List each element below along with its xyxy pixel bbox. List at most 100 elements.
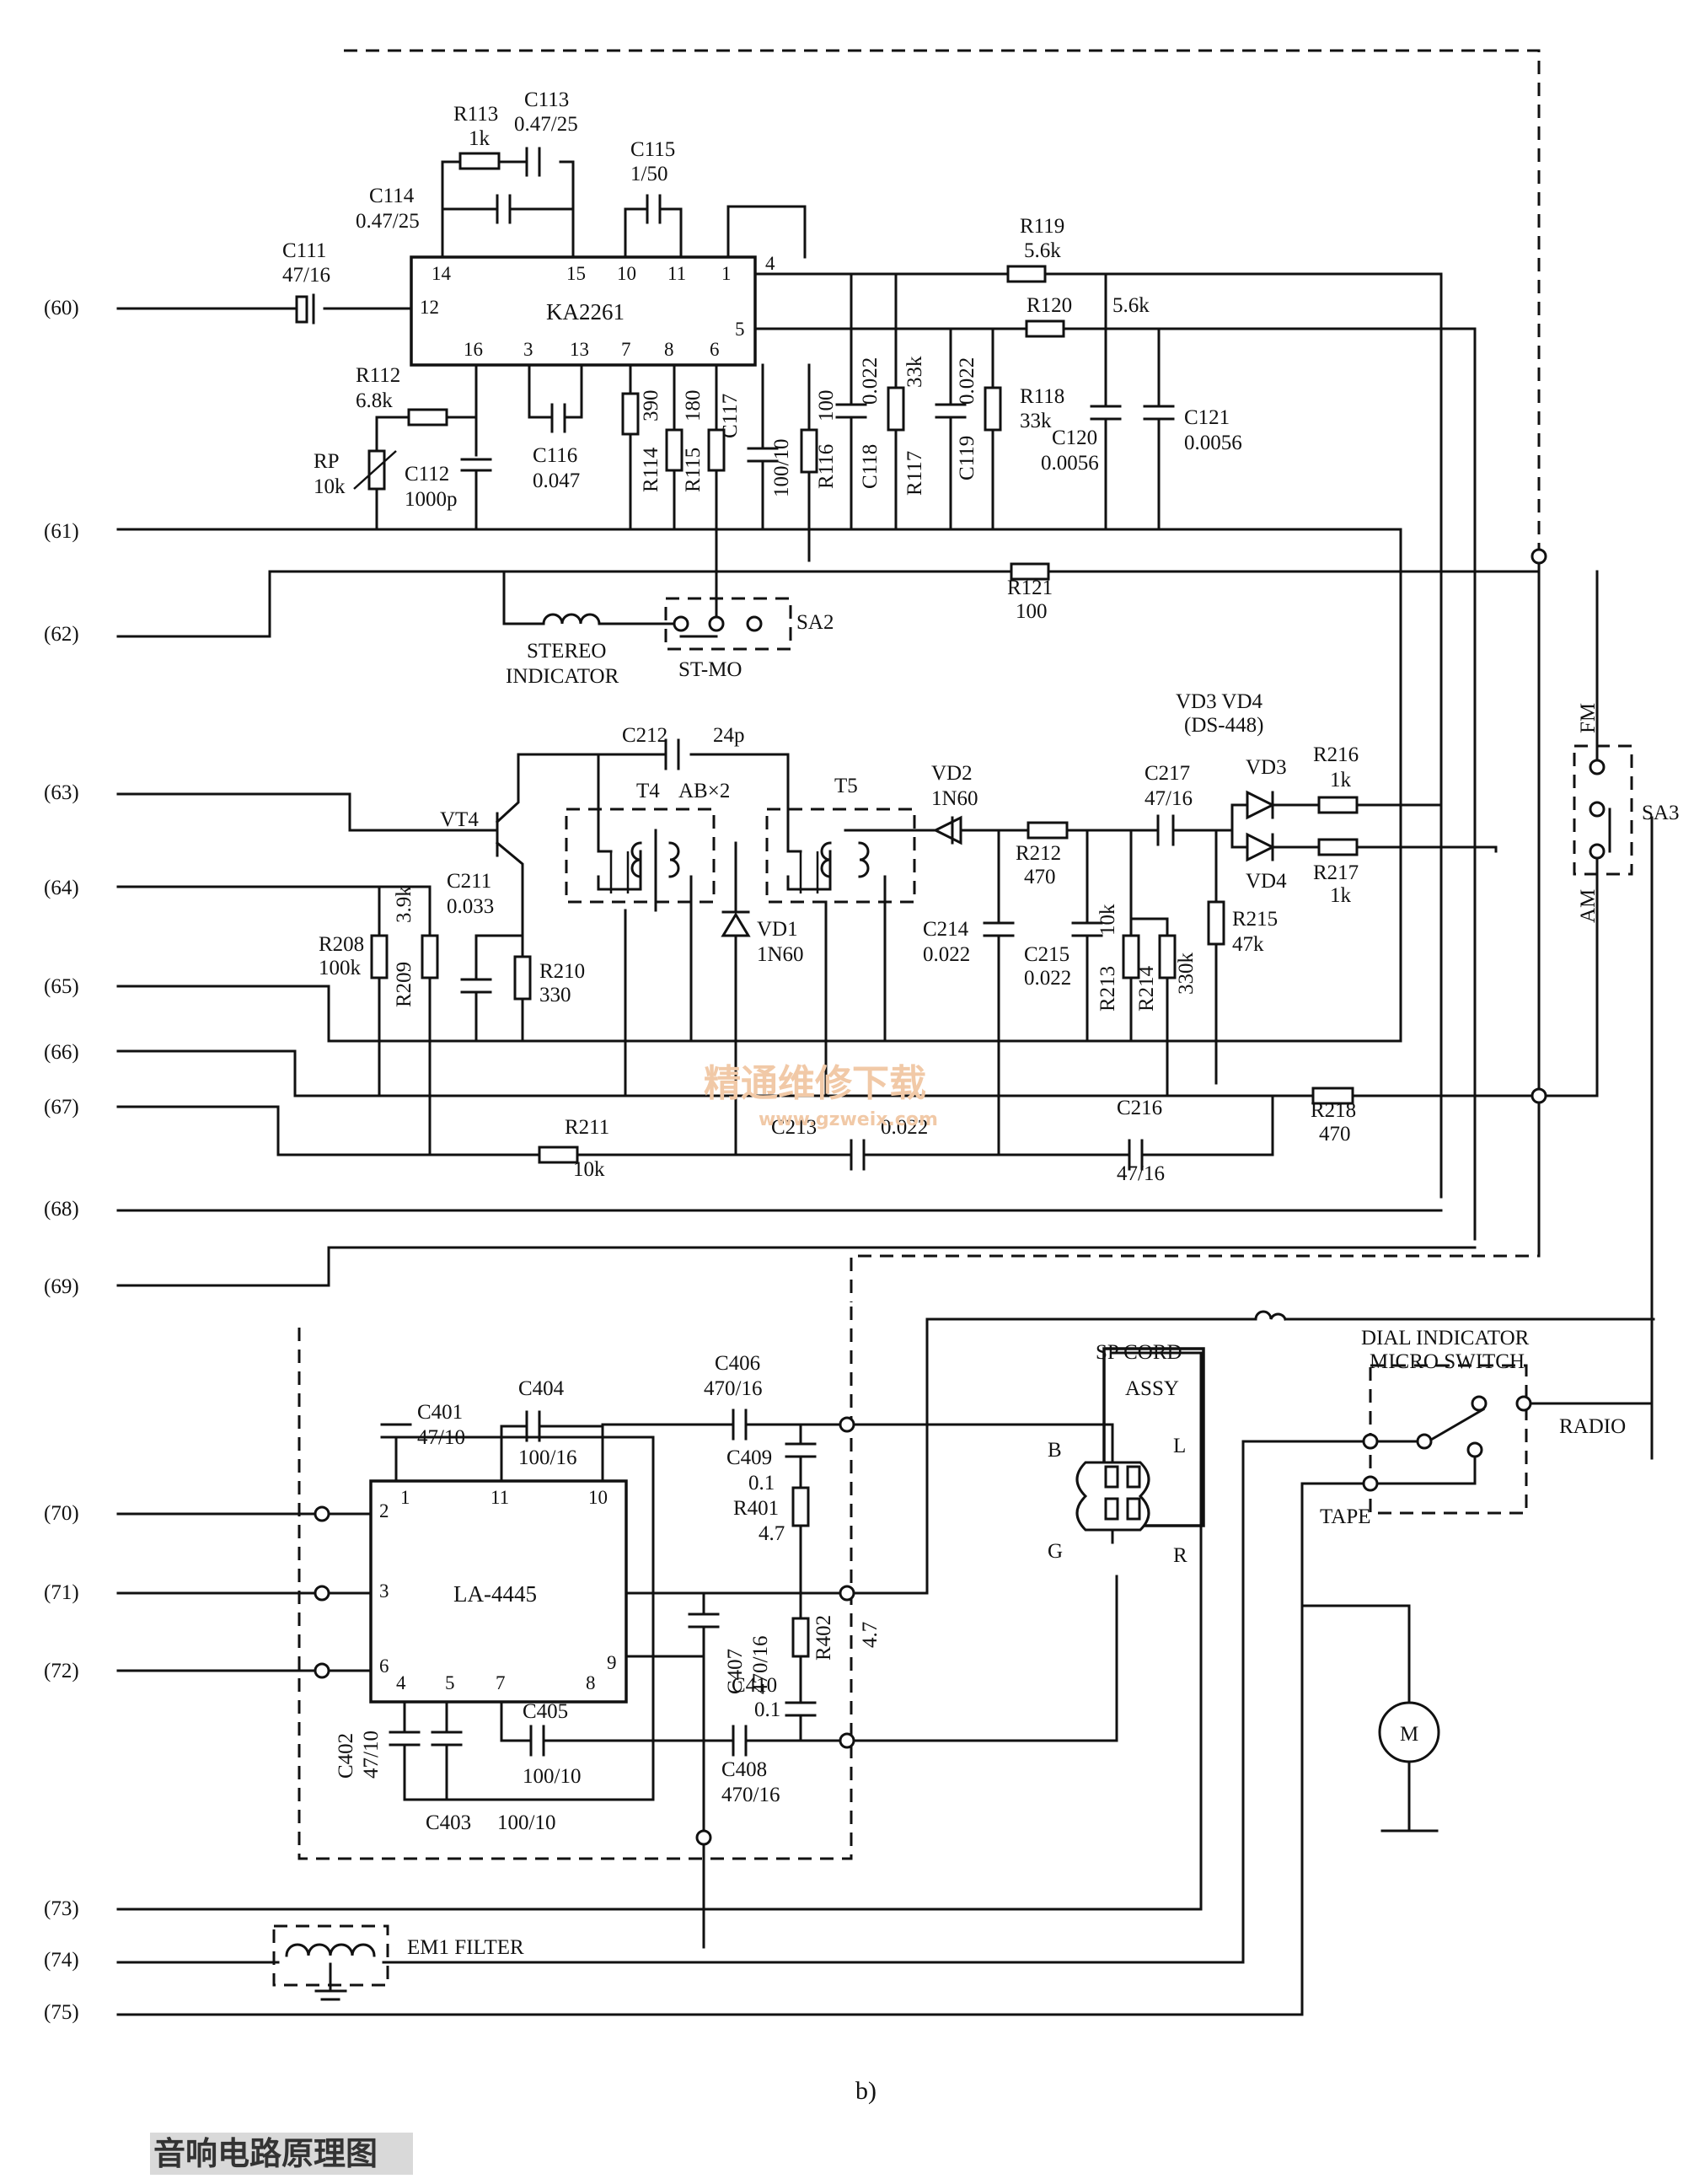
terminal-73: (73) <box>44 1897 79 1920</box>
svg-text:390: 390 <box>640 390 662 422</box>
t5-transformer-box <box>765 808 916 904</box>
svg-text:R117: R117 <box>903 451 926 496</box>
r113-body <box>458 152 501 170</box>
svg-text:VT4: VT4 <box>440 808 479 831</box>
r121-body <box>1010 562 1050 581</box>
r217-body <box>1317 838 1359 856</box>
svg-text:R215: R215 <box>1232 908 1278 931</box>
terminal-75: (75) <box>44 2001 79 2024</box>
svg-text:100/10: 100/10 <box>523 1765 581 1788</box>
la4445-pin-4: 4 <box>396 1672 406 1693</box>
svg-text:C111: C111 <box>282 239 326 262</box>
ka2261-pin-13: 13 <box>570 339 589 360</box>
sp-cord-assy <box>1102 1347 1205 1527</box>
r211-body <box>538 1146 579 1164</box>
svg-text:R214: R214 <box>1135 965 1158 1012</box>
svg-text:C119: C119 <box>956 436 978 480</box>
la4445-pin-5: 5 <box>445 1672 455 1693</box>
svg-text:C114: C114 <box>369 185 415 207</box>
svg-text:47/16: 47/16 <box>282 264 330 287</box>
svg-text:C212: C212 <box>622 724 667 747</box>
svg-text:VD3 VD4: VD3 VD4 <box>1176 690 1263 713</box>
terminal-69: (69) <box>44 1275 79 1298</box>
terminal-61: (61) <box>44 520 79 543</box>
rp-body <box>367 449 386 491</box>
svg-text:0.033: 0.033 <box>447 895 494 918</box>
svg-text:C116: C116 <box>533 444 577 467</box>
svg-text:C115: C115 <box>630 138 675 161</box>
svg-text:100/16: 100/16 <box>518 1446 576 1469</box>
r115-body <box>665 428 683 472</box>
r212-body <box>1027 821 1069 840</box>
terminal-71: (71) <box>44 1581 79 1604</box>
svg-text:3.9k: 3.9k <box>393 886 415 923</box>
r119-body <box>1006 265 1047 283</box>
svg-text:10k: 10k <box>314 475 346 498</box>
la4445-label: LA-4445 <box>453 1581 537 1607</box>
svg-text:0.022: 0.022 <box>1024 967 1071 990</box>
svg-text:RADIO: RADIO <box>1559 1415 1626 1438</box>
r120-body <box>1025 319 1065 338</box>
ka2261-pin-6: 6 <box>710 339 720 360</box>
la4445-body <box>369 1479 628 1704</box>
svg-text:47/16: 47/16 <box>1145 787 1193 810</box>
ka2261-pin-5: 5 <box>735 319 745 340</box>
svg-text:R114: R114 <box>640 447 662 492</box>
la4445-pin-8: 8 <box>586 1672 596 1693</box>
svg-text:6.8k: 6.8k <box>356 389 393 412</box>
svg-text:C410: C410 <box>732 1674 777 1697</box>
svg-text:5.6k: 5.6k <box>1112 294 1150 317</box>
svg-text:R401: R401 <box>733 1497 779 1520</box>
svg-text:100: 100 <box>1016 600 1048 623</box>
r214-body <box>1158 934 1177 979</box>
svg-text:10k: 10k <box>1096 904 1119 936</box>
svg-text:STEREO: STEREO <box>527 640 606 663</box>
svg-text:C405: C405 <box>523 1700 568 1723</box>
svg-text:R218: R218 <box>1311 1099 1356 1122</box>
svg-text:470/16: 470/16 <box>704 1377 762 1400</box>
terminal-labels: (60) (61) (62) (63) (64) (65) (66) (67) … <box>44 297 79 2024</box>
svg-text:100k: 100k <box>319 957 362 979</box>
svg-text:C118: C118 <box>859 444 882 489</box>
terminal-66: (66) <box>44 1041 79 1064</box>
svg-text:R212: R212 <box>1016 842 1061 865</box>
svg-text:AB×2: AB×2 <box>678 780 730 802</box>
ka2261-pin-16: 16 <box>464 339 483 360</box>
r116b-body <box>800 428 818 474</box>
svg-text:R120: R120 <box>1027 294 1072 317</box>
svg-text:R112: R112 <box>356 364 400 387</box>
svg-text:FM: FM <box>1577 703 1600 733</box>
r116-body <box>707 428 726 472</box>
svg-text:0.022: 0.022 <box>881 1116 928 1139</box>
ka2261-pin-10: 10 <box>617 263 636 284</box>
svg-text:(DS-448): (DS-448) <box>1184 714 1263 737</box>
svg-text:DIAL INDICATOR: DIAL INDICATOR <box>1361 1327 1530 1350</box>
svg-text:1000p: 1000p <box>405 488 458 511</box>
r210-body <box>513 955 532 1001</box>
ka2261-pin-8: 8 <box>664 339 674 360</box>
svg-text:R118: R118 <box>1020 385 1064 408</box>
svg-text:C213: C213 <box>771 1116 817 1139</box>
r401-body <box>791 1486 810 1527</box>
svg-text:RP: RP <box>314 450 340 473</box>
svg-text:470: 470 <box>1319 1123 1351 1146</box>
svg-text:VD1: VD1 <box>757 918 798 941</box>
svg-text:ST-MO: ST-MO <box>678 658 742 681</box>
ka2261-pin-3: 3 <box>523 339 533 360</box>
terminal-72: (72) <box>44 1660 79 1682</box>
svg-text:0.47/25: 0.47/25 <box>514 113 578 136</box>
ka2261-label: KA2261 <box>546 299 625 325</box>
svg-text:C113: C113 <box>524 89 569 111</box>
r114-body <box>621 392 640 436</box>
dial-micro-switch-box <box>1369 1364 1528 1515</box>
ka2261-pin-11: 11 <box>667 263 686 284</box>
r402-body <box>791 1617 810 1658</box>
svg-text:5.6k: 5.6k <box>1024 239 1061 262</box>
terminal-62: (62) <box>44 623 79 646</box>
la4445-pin-6: 6 <box>379 1655 389 1677</box>
sa3-switch-box <box>1573 744 1633 876</box>
svg-text:C211: C211 <box>447 870 491 893</box>
svg-text:C402: C402 <box>335 1733 357 1779</box>
stereo-section <box>116 548 1599 760</box>
